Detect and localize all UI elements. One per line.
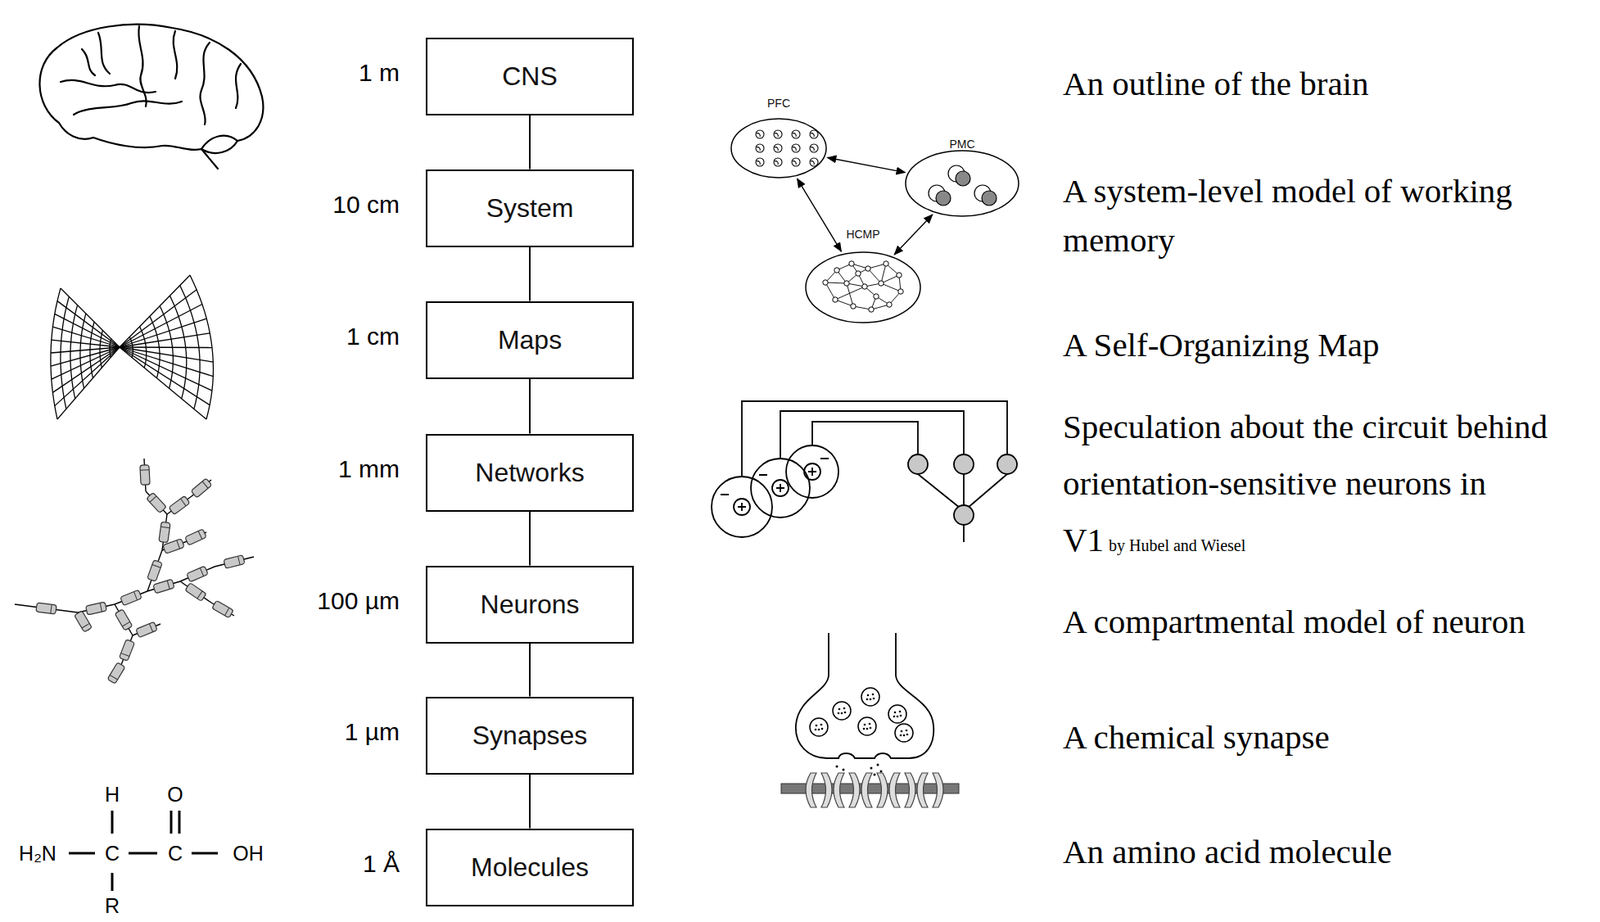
brain-outline bbox=[39, 24, 263, 169]
scale-label: 1 Å bbox=[362, 849, 400, 878]
level-box: Molecules bbox=[425, 828, 634, 907]
area-label: PFC bbox=[728, 96, 829, 110]
self-organizing-map-mesh bbox=[50, 275, 214, 420]
hierarchy-line bbox=[528, 115, 531, 170]
box-label: Neurons bbox=[480, 589, 580, 620]
description-block: Speculation about the circuit behind ori… bbox=[1062, 402, 1555, 572]
description-text: Speculation about the circuit behind ori… bbox=[1062, 407, 1548, 559]
chemical-synapse bbox=[781, 632, 959, 808]
box-label: System bbox=[486, 193, 575, 224]
atom-symbol: O bbox=[167, 784, 183, 805]
box-label: CNS bbox=[501, 61, 558, 92]
box-label: Maps bbox=[497, 325, 562, 356]
description-text: A chemical synapse bbox=[1062, 712, 1330, 762]
level-box: System bbox=[425, 169, 634, 248]
brain-area: HCMP bbox=[804, 227, 923, 326]
atom-symbol: C bbox=[104, 843, 120, 864]
bidirectional-arrow bbox=[894, 214, 933, 255]
brain-area: PMC bbox=[904, 135, 1020, 219]
description-text: An amino acid molecule bbox=[1062, 827, 1393, 877]
area-ellipse bbox=[728, 96, 829, 181]
hierarchy-line bbox=[528, 774, 531, 829]
area-label: HCMP bbox=[804, 227, 923, 241]
scale-label: 1 cm bbox=[346, 322, 400, 351]
box-label: Synapses bbox=[472, 720, 588, 751]
area-ellipse bbox=[904, 135, 1020, 219]
attribution-text: by Hubel and Wiesel bbox=[1108, 536, 1246, 555]
amino-acid-bonds bbox=[68, 810, 218, 891]
atom-symbol: R bbox=[104, 895, 120, 917]
scale-label: 1 µm bbox=[344, 718, 400, 746]
scale-label: 100 µm bbox=[316, 587, 400, 615]
scale-label: 1 m bbox=[358, 58, 400, 87]
atom-symbol: H bbox=[104, 784, 120, 805]
network-graph bbox=[822, 261, 904, 312]
scale-label: 1 mm bbox=[338, 455, 400, 484]
level-box: Networks bbox=[425, 433, 634, 512]
brain-area: PFC bbox=[728, 96, 829, 181]
level-box: Neurons bbox=[425, 565, 634, 644]
scale-label: 10 cm bbox=[332, 190, 400, 219]
area-label: PMC bbox=[904, 135, 1020, 151]
bidirectional-arrow bbox=[827, 157, 905, 172]
atom-symbol: OH bbox=[232, 843, 264, 864]
atom-symbol: H₂N bbox=[18, 843, 57, 864]
hierarchy-line bbox=[528, 247, 531, 302]
level-box: Maps bbox=[425, 301, 634, 380]
neuron-pairs bbox=[928, 165, 997, 206]
description-text: A compartmental model of neuron bbox=[1062, 596, 1526, 647]
box-label: Molecules bbox=[470, 852, 589, 883]
box-label: Networks bbox=[474, 457, 584, 489]
area-ellipse bbox=[804, 227, 923, 326]
hierarchy-line bbox=[528, 511, 531, 566]
compartmental-neuron bbox=[14, 458, 254, 684]
neuron-icons bbox=[755, 130, 819, 167]
level-box: CNS bbox=[425, 37, 634, 116]
bidirectional-arrow bbox=[797, 178, 842, 252]
receptive-field-circuit bbox=[711, 401, 1017, 543]
level-box: Synapses bbox=[425, 696, 634, 775]
hierarchy-line bbox=[528, 643, 531, 697]
description-text: A Self-Organizing Map bbox=[1062, 320, 1379, 370]
hierarchy-line bbox=[528, 379, 531, 434]
atom-symbol: C bbox=[167, 843, 183, 864]
description-text: A system-level model of working memory bbox=[1062, 166, 1587, 265]
description-text: An outline of the brain bbox=[1062, 58, 1369, 109]
